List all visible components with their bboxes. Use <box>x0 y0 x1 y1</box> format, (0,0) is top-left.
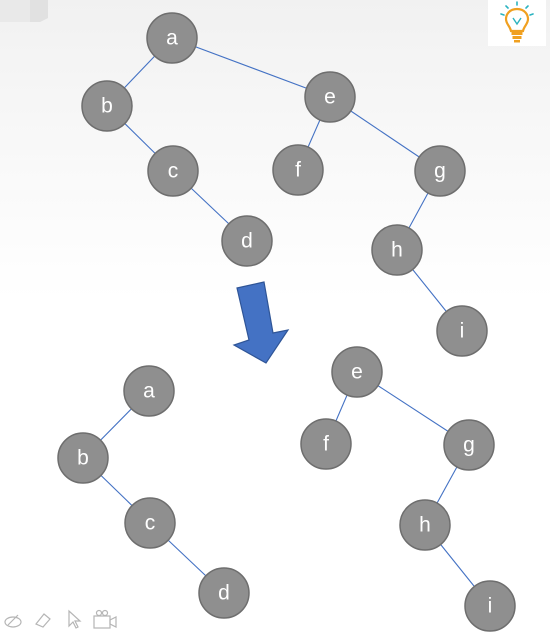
node-before-g: g <box>414 145 466 197</box>
node-label-before-f: f <box>295 159 301 182</box>
node-label-after_right-i: i <box>488 595 493 618</box>
node-circle-after_left-d <box>198 567 250 619</box>
node-before-b: b <box>81 80 133 132</box>
node-before-a: a <box>146 12 198 64</box>
lightbulb-icon <box>500 1 534 43</box>
node-circle-after_right-f <box>300 418 352 470</box>
node-label-before-g: g <box>434 160 446 183</box>
node-circle-before-h <box>371 224 423 276</box>
node-circle-after_right-g <box>443 419 495 471</box>
node-after_right-i: i <box>464 580 516 632</box>
nodes-layer: a b c d e f g h i a b c d e f g h i <box>57 12 516 632</box>
node-after_right-e: e <box>331 346 383 398</box>
node-circle-before-d <box>221 215 273 267</box>
node-label-after_left-c: c <box>145 512 156 535</box>
lightbulb-logo <box>488 0 546 46</box>
node-circle-before-g <box>414 145 466 197</box>
node-after_left-b: b <box>57 432 109 484</box>
node-label-before-d: d <box>241 230 253 253</box>
node-circle-before-c <box>147 145 199 197</box>
node-after_right-f: f <box>300 418 352 470</box>
node-circle-before-a <box>146 12 198 64</box>
node-circle-after_left-a <box>123 365 175 417</box>
node-before-i: i <box>436 305 488 357</box>
node-label-before-e: e <box>324 86 336 109</box>
eraser-icon[interactable] <box>32 608 54 630</box>
presentation-toolbar <box>0 608 130 633</box>
node-circle-before-b <box>81 80 133 132</box>
node-label-after_left-a: a <box>143 380 155 403</box>
node-circle-before-e <box>304 71 356 123</box>
node-before-e: e <box>304 71 356 123</box>
node-after_right-h: h <box>399 499 451 551</box>
node-after_left-a: a <box>123 365 175 417</box>
camera-icon[interactable] <box>92 608 118 630</box>
node-circle-after_right-h <box>399 499 451 551</box>
edge-before-a-e <box>171 37 331 98</box>
node-before-d: d <box>221 215 273 267</box>
node-label-after_left-d: d <box>218 582 230 605</box>
node-label-after_right-g: g <box>463 434 475 457</box>
node-label-after_left-b: b <box>77 447 89 470</box>
node-circle-before-i <box>436 305 488 357</box>
node-label-before-a: a <box>166 27 178 50</box>
node-label-before-i: i <box>460 320 465 343</box>
node-circle-after_right-e <box>331 346 383 398</box>
node-circle-after_right-i <box>464 580 516 632</box>
corner-decoration <box>0 0 48 22</box>
node-circle-before-f <box>272 144 324 196</box>
node-label-before-h: h <box>391 239 403 262</box>
node-circle-after_left-b <box>57 432 109 484</box>
node-label-before-c: c <box>168 160 179 183</box>
pointer-icon[interactable] <box>64 608 86 630</box>
node-label-after_right-e: e <box>351 361 363 384</box>
node-label-after_right-f: f <box>323 433 329 456</box>
node-circle-after_left-c <box>124 497 176 549</box>
node-label-after_right-h: h <box>419 514 431 537</box>
node-after_left-c: c <box>124 497 176 549</box>
pen-icon[interactable] <box>2 608 24 630</box>
node-label-before-b: b <box>101 95 113 118</box>
node-before-f: f <box>272 144 324 196</box>
node-after_right-g: g <box>443 419 495 471</box>
node-after_left-d: d <box>198 567 250 619</box>
node-before-h: h <box>371 224 423 276</box>
transform-arrow <box>232 281 290 364</box>
node-before-c: c <box>147 145 199 197</box>
